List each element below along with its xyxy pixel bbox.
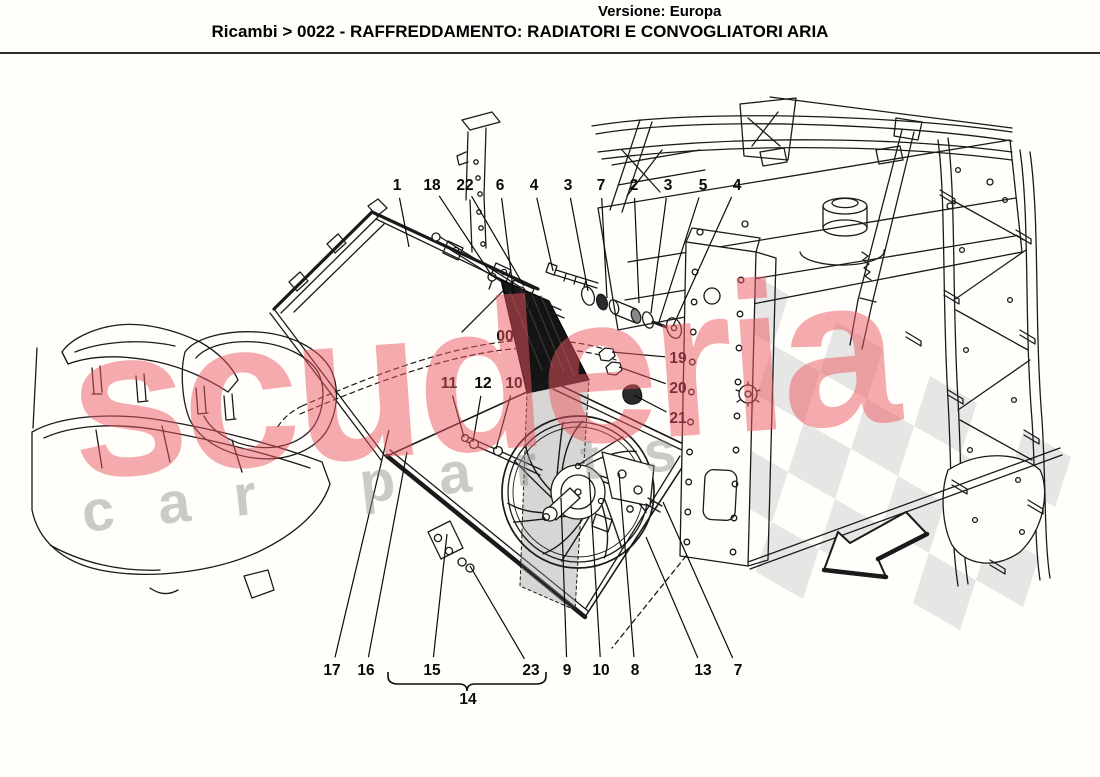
callout-label-11: 11 (441, 375, 458, 392)
checker-cell (913, 553, 976, 630)
watermark-brand-text: scuderia (61, 229, 908, 523)
fan-shroud (386, 380, 695, 618)
callout-leader-4 (672, 196, 733, 327)
callout-leader-23 (469, 565, 525, 660)
callout-label-13: 13 (694, 662, 712, 679)
callout-leader-3 (650, 197, 667, 314)
assembly-brace-14: 14 (387, 672, 547, 708)
checker-cell (788, 422, 851, 499)
chassis-frame (456, 96, 1063, 649)
checker-cell (851, 399, 914, 476)
callout-label-16: 16 (357, 662, 375, 679)
version-label: Versione: Europa (598, 3, 722, 20)
callout-leader-21 (633, 394, 667, 413)
callout-leader-8 (618, 472, 635, 658)
callout-label-7: 7 (597, 177, 606, 194)
header-divider (0, 52, 1100, 54)
callout-label-3: 3 (664, 177, 673, 194)
callout-label-6: 6 (496, 177, 505, 194)
callout-leader-9 (560, 497, 568, 658)
callout-label-19: 19 (669, 350, 687, 367)
checker-cell (820, 322, 883, 399)
callout-leader-2 (633, 197, 640, 304)
lower-rail-hardware (427, 433, 543, 573)
callout-label-14: 14 (459, 691, 477, 708)
radiator-fasteners (431, 232, 683, 405)
callout-leader-4 (536, 197, 554, 272)
callout-label-17: 17 (323, 662, 340, 679)
air-conveyor-ducts (31, 323, 338, 599)
callout-label-8: 8 (631, 662, 640, 679)
callout-leader-10 (495, 395, 512, 450)
callout-label-20: 20 (669, 380, 686, 397)
callout-label-10: 10 (592, 662, 609, 679)
callout-label-22: 22 (456, 177, 473, 194)
brand-watermark: scuderia car parts (61, 229, 908, 545)
callout-label-4: 4 (733, 177, 742, 194)
callout-leader-20 (618, 366, 666, 385)
callout-leader-7 (662, 501, 734, 659)
callout-leader-00 (512, 304, 532, 327)
callout-label-2: 2 (630, 177, 639, 194)
callout-label-9: 9 (563, 662, 572, 679)
callout-label-3: 3 (564, 177, 573, 194)
callout-label-00: 00 (496, 328, 513, 345)
callout-label-21: 21 (669, 410, 687, 427)
callout-leader-3 (569, 197, 589, 292)
breadcrumb: Ricambi > 0022 - RAFFREDDAMENTO: RADIATO… (211, 22, 829, 41)
callout-leader-16 (367, 451, 408, 658)
callout-label-7: 7 (734, 662, 743, 679)
callout-label-10: 10 (505, 375, 522, 392)
checker-cell (914, 376, 977, 453)
callout-leader-22 (471, 195, 525, 287)
callout-label-12: 12 (474, 375, 491, 392)
fan-mount-bracket (591, 451, 663, 533)
direction-arrow-icon (821, 511, 930, 580)
callout-label-23: 23 (522, 662, 540, 679)
callout-leader-12 (472, 395, 482, 443)
callout-label-18: 18 (423, 177, 441, 194)
callout-leader-17 (334, 429, 390, 658)
callout-label-15: 15 (423, 662, 441, 679)
callout-leader-11 (451, 395, 465, 438)
callout-leader-10 (588, 471, 601, 658)
callout-leader-15 (432, 533, 448, 658)
callout-label-5: 5 (699, 177, 708, 194)
callout-leader-13 (645, 536, 699, 659)
callout-leader-1 (398, 197, 410, 248)
callout-leader-19 (611, 351, 666, 358)
callout-leader-5 (658, 197, 700, 323)
callout-label-1: 1 (393, 177, 402, 194)
callout-label-4: 4 (530, 177, 539, 194)
callout-leader-7 (601, 197, 608, 299)
coolant-hoses-dashed (275, 339, 617, 431)
callout-leader-6 (501, 197, 515, 297)
callout-leader-18 (438, 195, 493, 277)
